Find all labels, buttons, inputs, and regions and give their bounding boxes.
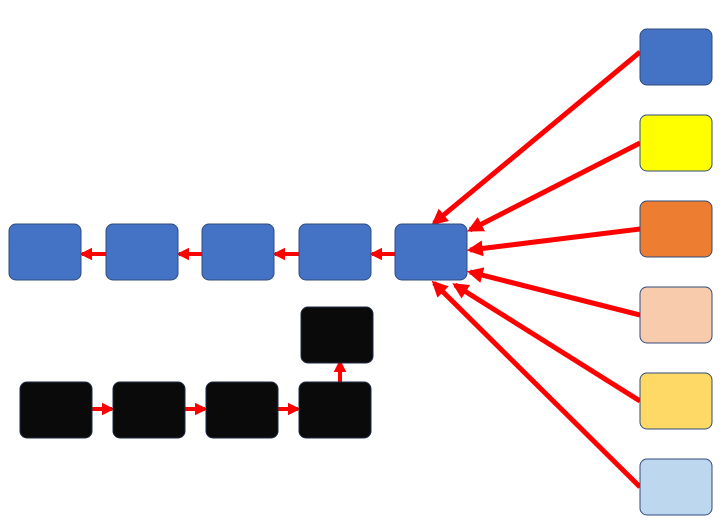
- source-box-4: [639, 286, 713, 344]
- chain-box-1: [8, 223, 82, 281]
- black-box-top: [300, 306, 374, 364]
- arrow-source-3-to-hub: [466, 226, 641, 257]
- source-box-2: [639, 114, 713, 172]
- arrow-source-6-to-hub: [431, 280, 642, 489]
- source-box-6: [639, 458, 713, 516]
- black-box-2: [112, 381, 186, 439]
- source-box-5: [639, 372, 713, 430]
- source-box-1: [639, 28, 713, 86]
- black-box-4: [298, 381, 372, 439]
- arrow-source-4-to-hub: [466, 267, 641, 318]
- black-box-3: [205, 381, 279, 439]
- black-box-1: [19, 381, 93, 439]
- arrow-source-2-to-hub: [467, 140, 642, 233]
- boxes-layer: [8, 28, 713, 516]
- hub-box: [394, 223, 468, 281]
- source-box-3: [639, 200, 713, 258]
- chain-box-4: [298, 223, 372, 281]
- arrow-source-1-to-hub: [431, 50, 642, 226]
- arrows-layer: [79, 50, 642, 489]
- chain-box-3: [201, 223, 275, 281]
- chain-box-2: [105, 223, 179, 281]
- arrow-source-5-to-hub: [452, 282, 642, 404]
